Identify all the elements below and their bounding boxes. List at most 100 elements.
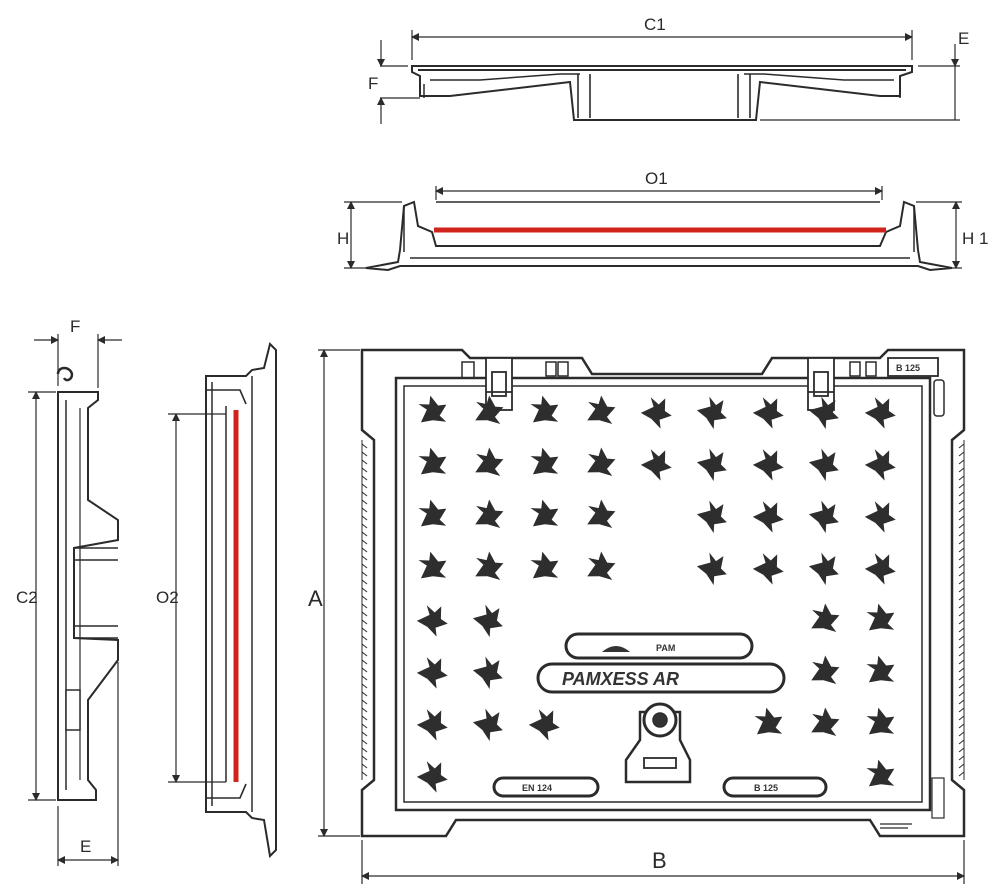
serration-tick [361, 699, 368, 705]
serration-tick [361, 691, 368, 697]
anti-slip-motif [696, 396, 727, 430]
serration-tick [361, 539, 368, 545]
anti-slip-pattern [416, 395, 896, 793]
brand-logo-icon [602, 646, 630, 652]
serration-tick [958, 475, 965, 481]
anti-slip-motif [416, 657, 448, 689]
serration-tick [361, 507, 368, 513]
anti-slip-motif [530, 551, 559, 579]
serration-tick [958, 563, 965, 569]
serration-tick [958, 443, 965, 449]
norm-plate-left [492, 776, 600, 798]
anti-slip-motif [811, 655, 840, 685]
brand-plate-text: PAM [656, 643, 675, 653]
serration-tick [361, 459, 368, 465]
serration-tick [361, 499, 368, 505]
o2-dimension [168, 413, 226, 783]
b-dimension [361, 840, 965, 884]
e-top-dimension [760, 44, 960, 121]
serration-tick [958, 571, 965, 577]
anti-slip-motif [416, 761, 448, 793]
e-top-label: E [958, 29, 969, 48]
e-side-label: E [80, 837, 91, 856]
serration-tick [361, 563, 368, 569]
anti-slip-motif [808, 448, 839, 482]
anti-slip-motif [418, 499, 447, 527]
plan-view: B 125 PAM PAMXESS AR EN 124 B 125 [360, 348, 966, 838]
product-plate-text: PAMXESS AR [562, 669, 679, 689]
anti-slip-motif [864, 449, 896, 481]
corner-plate [887, 357, 939, 377]
anti-slip-motif [640, 397, 672, 429]
serration-tick [361, 635, 368, 641]
serration-tick [958, 747, 965, 753]
serration-tick [361, 667, 368, 673]
anti-slip-motif [696, 552, 727, 586]
anti-slip-motif [808, 396, 839, 430]
h1-label: H 1 [962, 229, 988, 248]
serration-tick [958, 451, 965, 457]
lifting-keyhole [624, 702, 692, 784]
serration-tick [361, 555, 368, 561]
serration-tick [361, 467, 368, 473]
anti-slip-motif [752, 553, 784, 585]
serration-tick [361, 595, 368, 601]
anti-slip-motif [808, 500, 839, 534]
serration-tick [958, 771, 965, 777]
b-label: B [652, 848, 667, 873]
serration-tick [361, 675, 368, 681]
norm-plate-left-text: EN 124 [522, 783, 552, 793]
serration-tick [361, 451, 368, 457]
anti-slip-motif [530, 499, 559, 527]
serration-tick [958, 635, 965, 641]
anti-slip-motif [640, 449, 672, 481]
anti-slip-motif [418, 551, 447, 579]
o1-label: O1 [645, 169, 668, 188]
serration-tick [361, 627, 368, 633]
o1-dimension [435, 186, 883, 200]
serration-tick [958, 515, 965, 521]
serration-tick [958, 547, 965, 553]
h-label: H [337, 229, 349, 248]
serration-tick [361, 739, 368, 745]
anti-slip-motif [866, 655, 895, 683]
frame-side-section-view [205, 342, 277, 859]
anti-slip-motif [530, 447, 559, 475]
serration-tick [361, 763, 368, 769]
cover-edge [403, 385, 923, 803]
a-dimension [318, 349, 360, 837]
anti-slip-motif [587, 395, 616, 425]
serration-tick [958, 659, 965, 665]
serration-tick [958, 483, 965, 489]
serration-tick [361, 483, 368, 489]
serration-tick [958, 667, 965, 673]
norm-plate-right [722, 776, 828, 798]
serration-tick [361, 491, 368, 497]
anti-slip-motif [866, 603, 895, 631]
serration-tick [361, 515, 368, 521]
cover-section-view [411, 65, 913, 121]
serration-tick [361, 651, 368, 657]
serration-tick [958, 755, 965, 761]
anti-slip-motif [864, 397, 896, 429]
serration-tick [361, 619, 368, 625]
anti-slip-motif [864, 501, 896, 533]
serration-tick [958, 611, 965, 617]
serration-tick [361, 443, 368, 449]
anti-slip-motif [587, 551, 616, 581]
serration-tick [361, 523, 368, 529]
anti-slip-motif [472, 708, 503, 742]
cover-side-section-view [56, 366, 119, 801]
serration-tick [958, 731, 965, 737]
corner-plate-text: B 125 [896, 363, 920, 373]
frame-section-view [365, 200, 953, 272]
hinge-right [807, 357, 835, 411]
h-dimension [344, 201, 402, 269]
serration-tick [958, 531, 965, 537]
f-top-label: F [368, 74, 378, 93]
anti-slip-motif [864, 553, 896, 585]
serration-tick [958, 763, 965, 769]
anti-slip-motif [811, 707, 840, 737]
